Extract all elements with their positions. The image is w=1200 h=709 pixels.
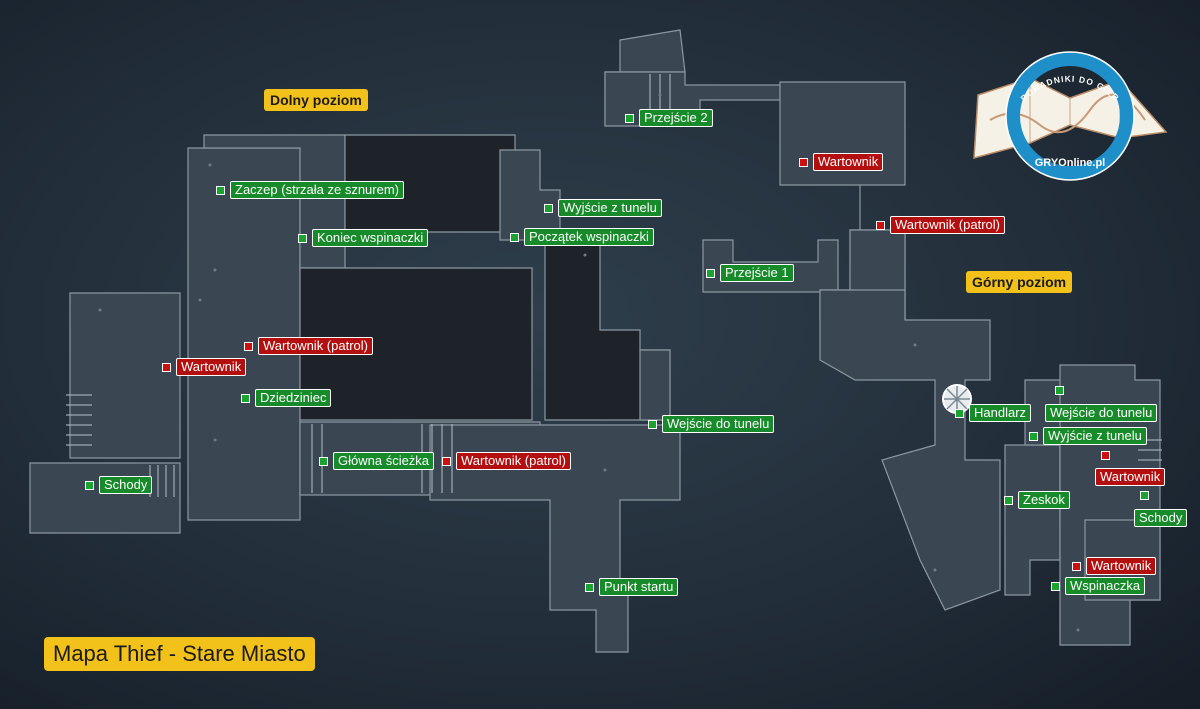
green-marker-icon <box>1140 491 1149 500</box>
marker-label: Początek wspinaczki <box>524 228 654 246</box>
marker-dziedziniec[interactable]: Dziedziniec <box>241 389 332 407</box>
red-marker-icon <box>442 456 451 466</box>
marker-schody-left[interactable]: Schody <box>85 476 153 494</box>
marker-przejscie-2[interactable]: Przejście 2 <box>625 109 713 127</box>
green-marker-icon <box>216 185 225 195</box>
marker-label: Przejście 2 <box>639 109 713 127</box>
green-marker-icon <box>706 268 715 278</box>
marker-label: Wyjście z tunelu <box>1043 427 1147 445</box>
red-marker-icon <box>876 220 885 230</box>
marker-label: Dziedziniec <box>255 389 332 407</box>
logo-brand-text: GRYOnline.pl <box>1035 157 1106 169</box>
upper-level-label: Górny poziom <box>966 271 1073 293</box>
marker-poczatek-wspinaczki[interactable]: Początek wspinaczki <box>510 228 654 246</box>
marker-wartownik-right-2[interactable]: Wartownik <box>1072 557 1157 575</box>
marker-zeskok[interactable]: Zeskok <box>1004 491 1070 509</box>
green-marker-icon <box>585 582 594 592</box>
marker-handlarz[interactable]: Handlarz <box>955 404 1032 422</box>
marker-label: Wejście do tunelu <box>1045 404 1158 422</box>
marker-label: Punkt startu <box>599 578 679 596</box>
red-marker-icon <box>799 157 808 167</box>
marker-label: Handlarz <box>969 404 1032 422</box>
marker-label: Wejście do tunelu <box>662 415 775 433</box>
green-marker-icon <box>241 393 250 403</box>
marker-punkt-startu[interactable]: Punkt startu <box>585 578 679 596</box>
lower-level-rooms <box>29 134 681 653</box>
marker-wyjscie-z-tunelu-1[interactable]: Wyjście z tunelu <box>544 199 662 217</box>
marker-label: Wartownik (patrol) <box>456 452 571 470</box>
marker-label: Wartownik <box>813 153 884 171</box>
marker-label: Koniec wspinaczki <box>312 229 429 247</box>
marker-label: Schody <box>99 476 153 494</box>
marker-wspinaczka[interactable]: Wspinaczka <box>1051 577 1146 595</box>
compass-rose-icon <box>942 384 972 414</box>
green-marker-icon <box>319 456 328 466</box>
marker-wartownik-top[interactable]: Wartownik <box>799 153 884 171</box>
red-marker-icon <box>244 341 253 351</box>
marker-wartownik-right-1[interactable]: Wartownik <box>1095 468 1166 486</box>
green-marker-icon <box>298 233 307 243</box>
marker-label: Wartownik <box>1086 557 1157 575</box>
marker-label: Przejście 1 <box>720 264 794 282</box>
marker-koniec-wspinaczki[interactable]: Koniec wspinaczki <box>298 229 429 247</box>
marker-wartownik-patrol-top[interactable]: Wartownik (patrol) <box>876 216 1005 234</box>
green-marker-icon <box>1029 431 1038 441</box>
marker-label: Zaczep (strzała ze sznurem) <box>230 181 404 199</box>
green-marker-icon <box>1051 581 1060 591</box>
red-marker-icon <box>1101 451 1110 460</box>
marker-zaczep[interactable]: Zaczep (strzała ze sznurem) <box>216 181 404 199</box>
marker-schody-right-square[interactable] <box>1140 491 1149 500</box>
folded-map-icon <box>973 77 1168 159</box>
marker-label: Wspinaczka <box>1065 577 1146 595</box>
marker-wejscie-do-tunelu-2[interactable]: Wejście do tunelu <box>1045 404 1158 422</box>
green-marker-icon <box>625 113 634 123</box>
green-marker-icon <box>85 480 94 490</box>
marker-label: Schody <box>1134 509 1188 527</box>
green-marker-icon <box>1055 386 1064 395</box>
green-marker-icon <box>544 203 553 213</box>
marker-wejscie-do-tunelu-2-square[interactable] <box>1055 386 1064 395</box>
marker-przejscie-1[interactable]: Przejście 1 <box>706 264 794 282</box>
gryonline-logo[interactable]: PORADNIKI DO GIER GRYOnline.pl <box>970 40 1170 190</box>
marker-wartownik-right-1-square[interactable] <box>1101 451 1110 460</box>
marker-wartownik-left[interactable]: Wartownik <box>162 358 247 376</box>
red-marker-icon <box>162 362 171 372</box>
marker-label: Wartownik <box>176 358 247 376</box>
marker-wejscie-do-tunelu-1[interactable]: Wejście do tunelu <box>648 415 775 433</box>
marker-wyjscie-z-tunelu-2[interactable]: Wyjście z tunelu <box>1029 427 1147 445</box>
green-marker-icon <box>955 408 964 418</box>
marker-schody-right[interactable]: Schody <box>1134 509 1188 527</box>
marker-label: Wyjście z tunelu <box>558 199 662 217</box>
map-title: Mapa Thief - Stare Miasto <box>44 637 315 671</box>
marker-glowna-sciezka[interactable]: Główna ścieżka <box>319 452 435 470</box>
green-marker-icon <box>1004 495 1013 505</box>
marker-label: Wartownik <box>1095 468 1166 486</box>
marker-label: Główna ścieżka <box>333 452 435 470</box>
marker-wartownik-patrol-mid[interactable]: Wartownik (patrol) <box>442 452 571 470</box>
red-marker-icon <box>1072 561 1081 571</box>
marker-label: Zeskok <box>1018 491 1070 509</box>
marker-wartownik-patrol-left[interactable]: Wartownik (patrol) <box>244 337 373 355</box>
green-marker-icon <box>510 232 519 242</box>
green-marker-icon <box>648 419 657 429</box>
lower-level-label: Dolny poziom <box>264 89 368 111</box>
marker-label: Wartownik (patrol) <box>890 216 1005 234</box>
marker-label: Wartownik (patrol) <box>258 337 373 355</box>
